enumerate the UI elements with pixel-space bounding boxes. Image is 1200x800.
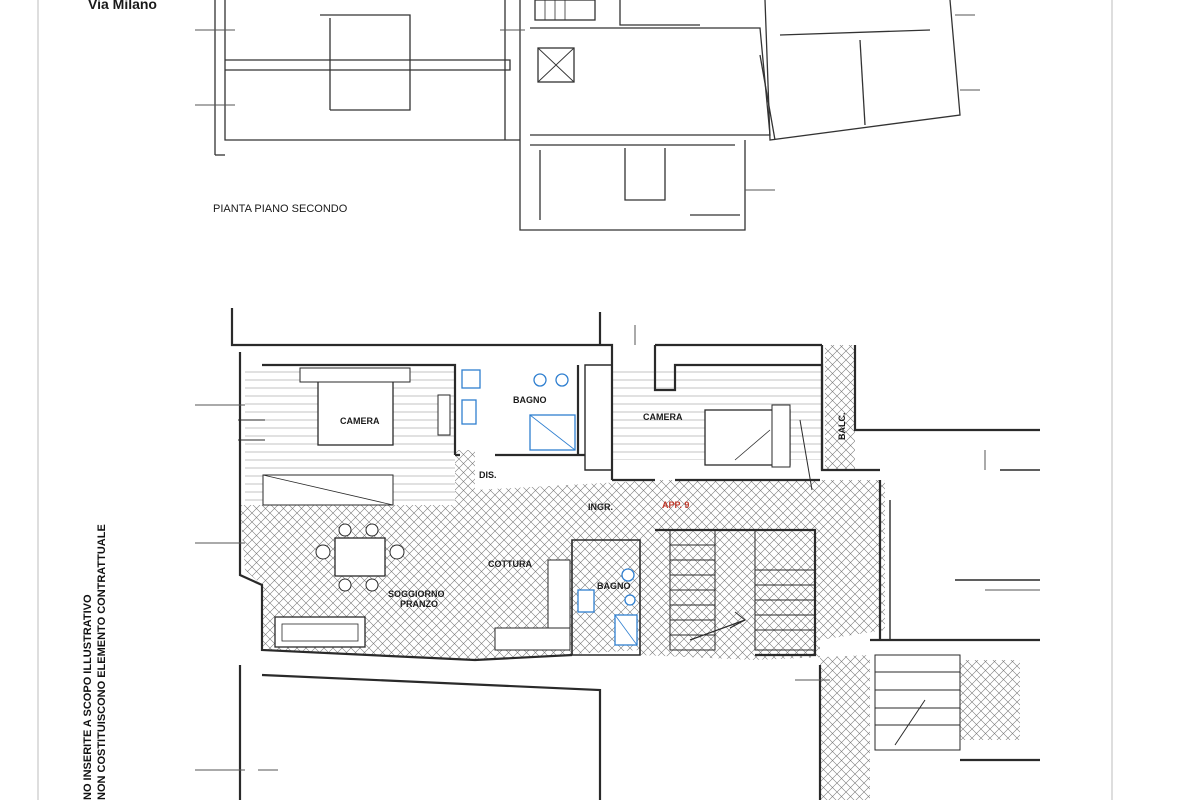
upper-annex [519,140,746,231]
room-label-soggiorno: SOGGIORNO [388,589,445,599]
hatch-ingresso [475,480,885,800]
unit-label: APP. 9 [662,500,689,510]
bed-1 [317,379,394,446]
dining-chairs [315,523,405,592]
bidet-icon-2 [624,594,636,606]
balcony-rail [238,419,813,491]
dining-table [334,537,386,577]
wall-right-top [853,345,1040,432]
stair-wall [584,364,613,471]
right-corridor [889,469,1040,640]
wall-bagno-2 [571,539,641,656]
upper-wall-middle [225,59,511,71]
sofa [274,616,366,648]
disclaimer-line-1: NO INSERITE A SCOPO ILLUSTRATIVO [82,594,94,800]
toilet-icon-2 [577,589,595,613]
main-staircase [669,529,816,651]
wall-left-outer [238,352,573,662]
lower-plan [195,308,1040,800]
wall-camera1-inner [262,363,457,455]
hatch-balcone [825,345,855,470]
upper-shaft [537,47,575,83]
room-labels: CAMERA BAGNO CAMERA DIS. INGR. APP. 9 CO… [340,395,847,609]
room-label-bagno-1: BAGNO [513,395,547,405]
upper-wall-inner-left [224,0,520,141]
bagno-2-fixtures [577,568,638,646]
upper-plan [214,0,961,231]
wc-icon [555,373,569,387]
street-label: Via Milano [88,0,157,12]
sink-icon [461,369,481,389]
wall-top-left [230,308,614,365]
bidet-icon [533,373,547,387]
hatch-dis [455,450,475,505]
room-label-camera-2: CAMERA [643,412,683,422]
headboard-1 [299,367,411,383]
room-label-bagno-2: BAGNO [597,581,631,591]
headboard-2 [771,404,791,468]
right-staircase [874,654,961,751]
disclaimer-line-2: NON COSTITUISCONO ELEMENTO CONTRATTUALE [96,524,108,800]
upper-dimension-ticks [195,14,980,191]
upper-wing-right [764,0,961,141]
upper-plan-title: PIANTA PIANO SECONDO [213,203,348,215]
toilet-icon [461,399,477,425]
hatch-stair-right [960,660,1020,740]
room-label-balc: BALC. [837,413,847,441]
upper-room-left [320,14,411,111]
sink-icon-2 [621,568,635,582]
room-label-camera-1: CAMERA [340,416,380,426]
lower-dimension-ticks [195,325,1040,771]
bagno-1-fixtures [461,369,576,451]
room-label-pranzo: PRANZO [400,599,438,609]
room-label-cottura: COTTURA [488,559,532,569]
room-label-dis: DIS. [479,470,497,480]
room-label-ingr: INGR. [588,502,613,512]
